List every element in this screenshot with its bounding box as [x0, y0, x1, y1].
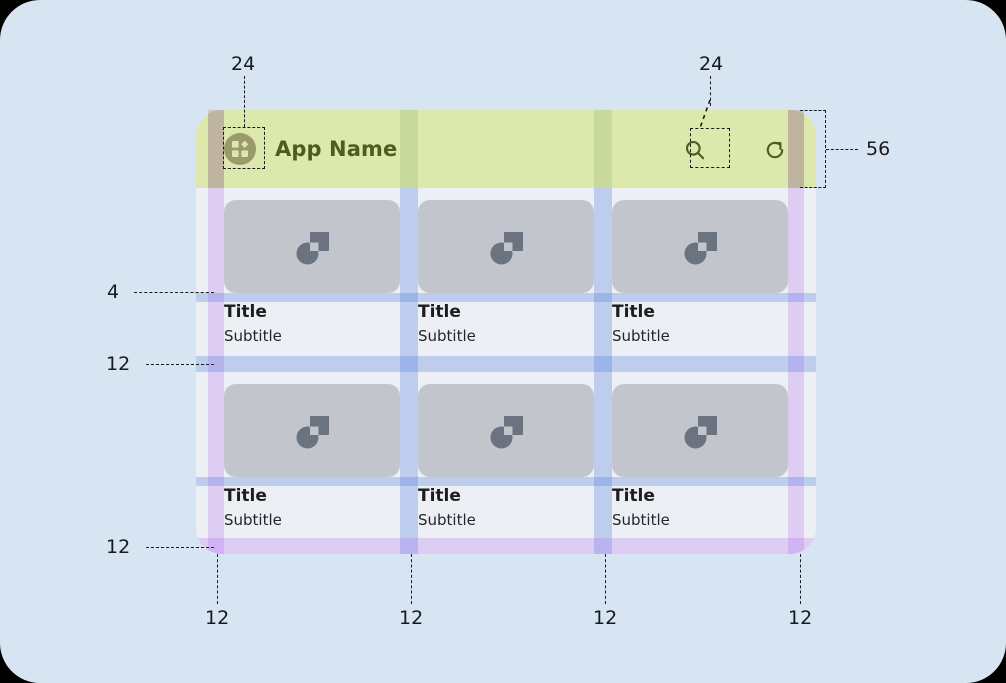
card-subtitle: Subtitle	[612, 511, 670, 529]
gutter-label: 12	[205, 607, 230, 629]
card[interactable]: Title Subtitle	[224, 200, 400, 345]
refresh-button[interactable]	[759, 134, 791, 166]
card-media	[612, 200, 788, 293]
gutter-leader	[800, 554, 801, 604]
card-subtitle: Subtitle	[224, 511, 282, 529]
search-icon	[685, 140, 705, 160]
image-placeholder-icon	[684, 231, 717, 264]
search-measure-label: 24	[699, 53, 724, 75]
card[interactable]: Title Subtitle	[612, 200, 788, 345]
card-title: Title	[418, 302, 461, 322]
search-button[interactable]	[679, 134, 711, 166]
row-gap-label: 12	[106, 353, 131, 375]
search-measure-leader-vert	[710, 76, 711, 106]
image-placeholder-icon	[296, 231, 329, 264]
card-title: Title	[612, 302, 655, 322]
refresh-icon	[766, 141, 784, 159]
app-mockup: App Name	[196, 110, 816, 554]
card[interactable]: Title Subtitle	[612, 384, 788, 529]
gutter-leader	[605, 554, 606, 604]
card-media	[224, 384, 400, 477]
card-media	[612, 384, 788, 477]
card-subtitle: Subtitle	[612, 327, 670, 345]
appbar-height-label: 56	[866, 138, 891, 160]
appbar-height-leader	[826, 149, 858, 150]
media-title-gap-leader	[134, 292, 214, 293]
card-title: Title	[612, 486, 655, 506]
card-subtitle: Subtitle	[418, 511, 476, 529]
bottom-margin-label: 12	[106, 536, 131, 558]
card-grid: Title Subtitle Title Subtitle	[196, 188, 816, 554]
card-media	[418, 384, 594, 477]
image-placeholder-icon	[296, 415, 329, 448]
bottom-margin-leader	[146, 547, 214, 548]
card-title: Title	[224, 486, 267, 506]
media-title-gap-label: 4	[107, 281, 120, 303]
card-subtitle: Subtitle	[418, 327, 476, 345]
app-bar: App Name	[196, 110, 816, 188]
gutter-label: 12	[399, 607, 424, 629]
card[interactable]: Title Subtitle	[418, 384, 594, 529]
logo-measure-label: 24	[231, 53, 256, 75]
app-logo-button[interactable]	[222, 131, 258, 167]
app-logo-icon	[224, 133, 256, 165]
card[interactable]: Title Subtitle	[418, 200, 594, 345]
gutter-label: 12	[593, 607, 618, 629]
row-gap-leader	[146, 364, 214, 365]
card-media	[418, 200, 594, 293]
logo-touch-target-box	[223, 127, 265, 169]
app-bar-title: App Name	[275, 137, 398, 161]
gutter-leader	[411, 554, 412, 604]
search-touch-target-box	[690, 128, 730, 168]
image-placeholder-icon	[684, 415, 717, 448]
card-title: Title	[418, 486, 461, 506]
image-placeholder-icon	[490, 415, 523, 448]
card-media	[224, 200, 400, 293]
gutter-leader	[217, 554, 218, 604]
card[interactable]: Title Subtitle	[224, 384, 400, 529]
gutter-label: 12	[788, 607, 813, 629]
logo-measure-leader	[244, 76, 245, 127]
image-placeholder-icon	[490, 231, 523, 264]
card-title: Title	[224, 302, 267, 322]
card-subtitle: Subtitle	[224, 327, 282, 345]
appbar-height-bracket	[800, 110, 826, 188]
